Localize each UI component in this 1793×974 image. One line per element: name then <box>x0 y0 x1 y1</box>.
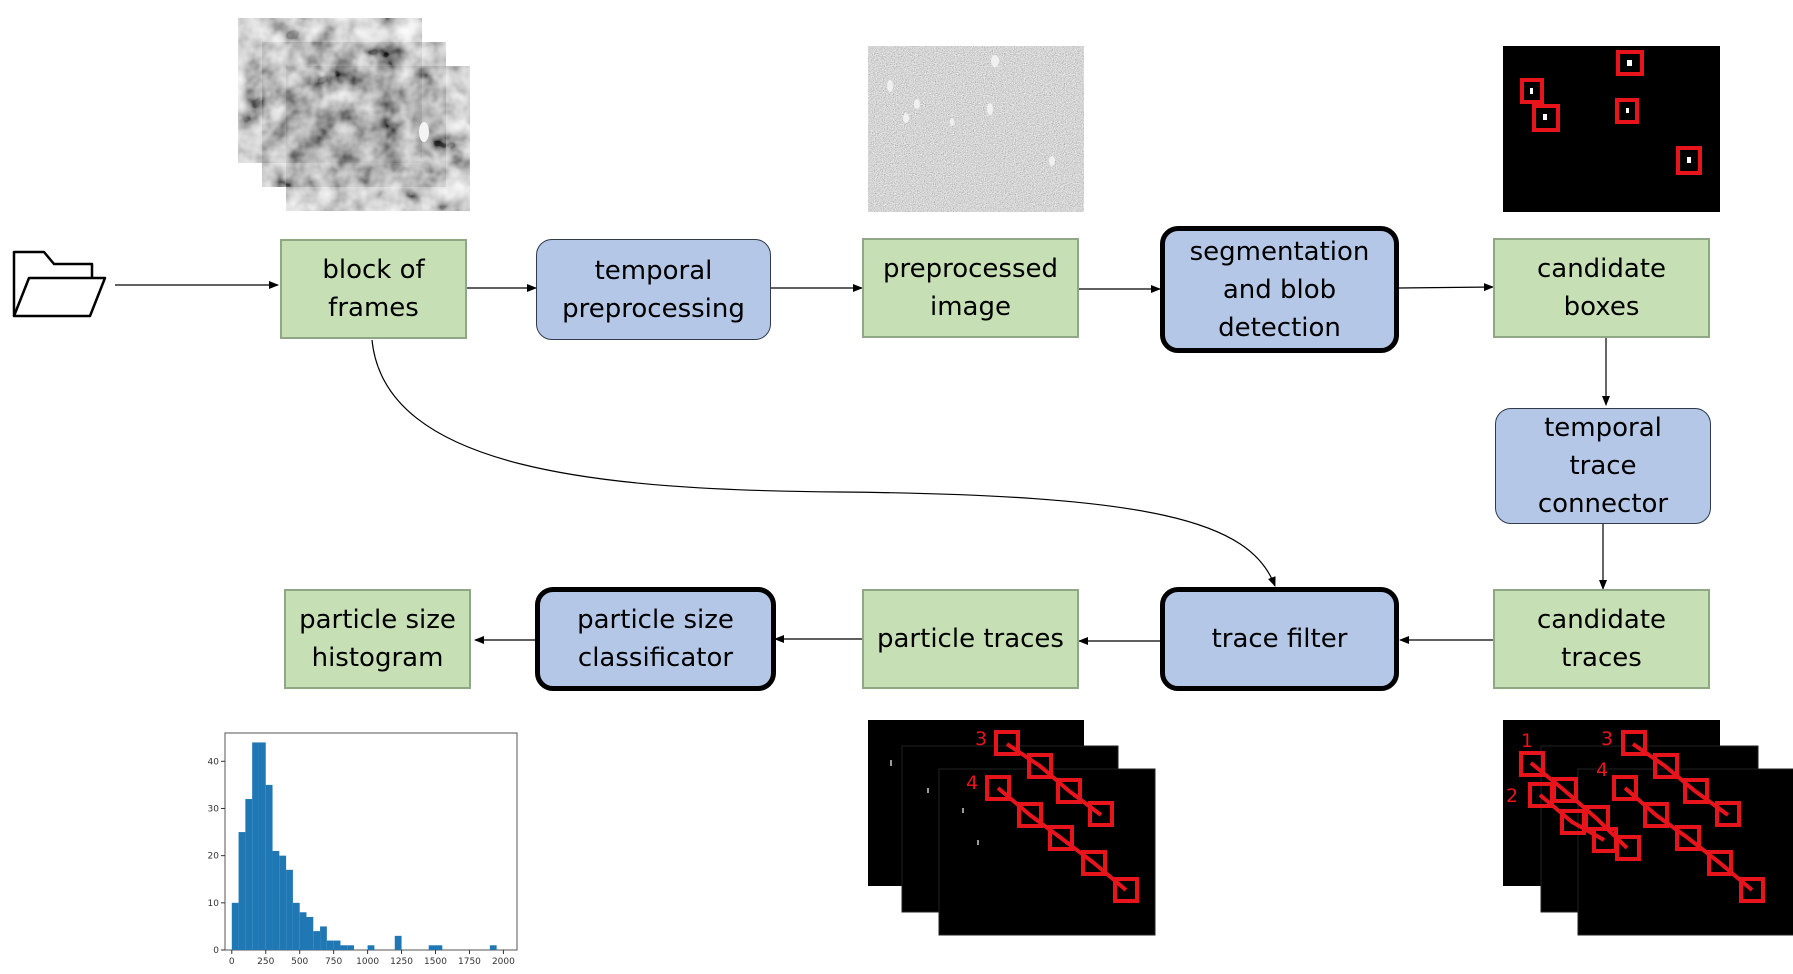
particle-traces-label: particle traces <box>877 624 1064 654</box>
candidate-traces-node[interactable]: candidate traces <box>1493 589 1710 689</box>
histogram-bar <box>394 935 402 950</box>
block-of-frames-label: block of frames <box>322 255 425 323</box>
x-tick-label: 1250 <box>390 957 413 967</box>
histogram-bar <box>231 902 239 950</box>
histogram-bar <box>340 945 348 950</box>
histogram-bar <box>320 926 327 950</box>
histogram-bar <box>292 902 300 950</box>
temporal-trace-connector-label: temporal trace connector <box>1537 413 1669 519</box>
histogram-bar <box>286 869 293 950</box>
y-tick-label: 30 <box>208 804 220 814</box>
histogram-bar <box>367 945 375 950</box>
trace-label-3: 3 <box>975 728 987 750</box>
temporal-preprocessing-label: temporal preprocessing <box>562 255 745 324</box>
trace-filter-node[interactable]: trace filter <box>1160 587 1399 691</box>
segmentation-label: segmentation and blob detection <box>1189 236 1370 343</box>
x-tick-label: 1000 <box>356 957 379 967</box>
preprocessed-frame <box>867 45 1085 213</box>
particle-blobs <box>887 55 1055 166</box>
candidate-boxes-thumbnail <box>1503 46 1720 212</box>
x-tick-label: 750 <box>325 957 342 967</box>
cand-label-3: 3 <box>1601 728 1613 750</box>
x-tick-label: 500 <box>291 957 308 967</box>
x-tick-label: 1500 <box>424 957 447 967</box>
cand-label-1: 1 <box>1521 730 1533 752</box>
histogram-bar <box>258 742 266 950</box>
histogram-bar <box>238 832 246 950</box>
histogram-bar <box>489 945 497 950</box>
y-tick-label: 0 <box>213 946 219 956</box>
trace-frame-front <box>938 768 1156 936</box>
histogram-bar <box>279 855 287 950</box>
blob-pixels <box>1530 60 1691 163</box>
particle-size-histogram-label: particle size histogram <box>299 605 456 673</box>
histogram-bar <box>252 742 259 950</box>
arrow-seg-to-boxes <box>1398 283 1494 292</box>
size-histogram: 0 250 500 750 1000 1250 1500 1750 2000 0 10 20 30 40 <box>208 732 518 967</box>
trace-filter-label: trace filter <box>1211 624 1348 654</box>
histogram-bar <box>435 945 443 950</box>
preprocessed-image-thumbnail <box>867 45 1085 213</box>
temporal-trace-connector-node[interactable]: temporal trace connector <box>1495 408 1711 524</box>
particle-size-classificator-node[interactable]: particle size classificator <box>535 587 776 691</box>
histogram-bar <box>313 931 321 950</box>
x-tick-label: 2000 <box>492 957 515 967</box>
candidate-trace-boxes <box>1519 730 1765 903</box>
y-tick-label: 20 <box>208 852 220 862</box>
temporal-preprocessing-node[interactable]: temporal preprocessing <box>536 239 771 340</box>
raw-frames-thumbnail <box>238 18 470 211</box>
particle-traces-thumbnail: 3 4 <box>868 720 1156 936</box>
segmentation-node[interactable]: segmentation and blob detection <box>1160 226 1399 353</box>
preprocessed-image-node[interactable]: preprocessed image <box>862 238 1079 338</box>
histogram-bar <box>428 945 436 950</box>
y-tick-label: 40 <box>208 757 220 767</box>
histogram-bar <box>347 945 355 950</box>
trace-boxes <box>985 730 1139 903</box>
particle-size-histogram-node[interactable]: particle size histogram <box>284 589 471 689</box>
histogram-bar <box>245 799 253 950</box>
cand-label-4: 4 <box>1596 759 1608 781</box>
candidate-boxes-label: candidate boxes <box>1536 254 1667 322</box>
arrow-frames-to-filter <box>371 339 1276 587</box>
candidate-traces-thumbnail: 1 2 3 4 <box>1503 720 1793 936</box>
cand-label-2: 2 <box>1506 785 1518 807</box>
y-tick-label: 10 <box>208 899 220 909</box>
histogram-bar <box>299 912 307 950</box>
histogram-bar <box>333 940 341 950</box>
x-tick-label: 0 <box>229 957 235 967</box>
x-tick-label: 1750 <box>458 957 481 967</box>
candidate-traces-label: candidate traces <box>1536 605 1667 673</box>
flow-arrows <box>115 281 1610 645</box>
particle-traces-node[interactable]: particle traces <box>862 589 1079 689</box>
particle-blob <box>419 122 429 142</box>
histogram-bar <box>272 850 280 950</box>
preprocessed-image-label: preprocessed image <box>882 254 1059 322</box>
detection-boxes <box>1520 50 1702 175</box>
raw-frame-front <box>286 66 470 211</box>
candidate-boxes-node[interactable]: candidate boxes <box>1493 238 1710 338</box>
histogram-bar <box>326 940 334 950</box>
block-of-frames-node[interactable]: block of frames <box>280 239 467 339</box>
histogram-bar <box>265 784 273 950</box>
faint-traces <box>890 760 979 845</box>
trace-label-4: 4 <box>966 772 978 794</box>
x-tick-label: 250 <box>257 957 274 967</box>
particle-size-classificator-label: particle size classificator <box>577 605 734 673</box>
folder-icon[interactable] <box>12 250 107 318</box>
histogram-bar <box>306 916 314 950</box>
